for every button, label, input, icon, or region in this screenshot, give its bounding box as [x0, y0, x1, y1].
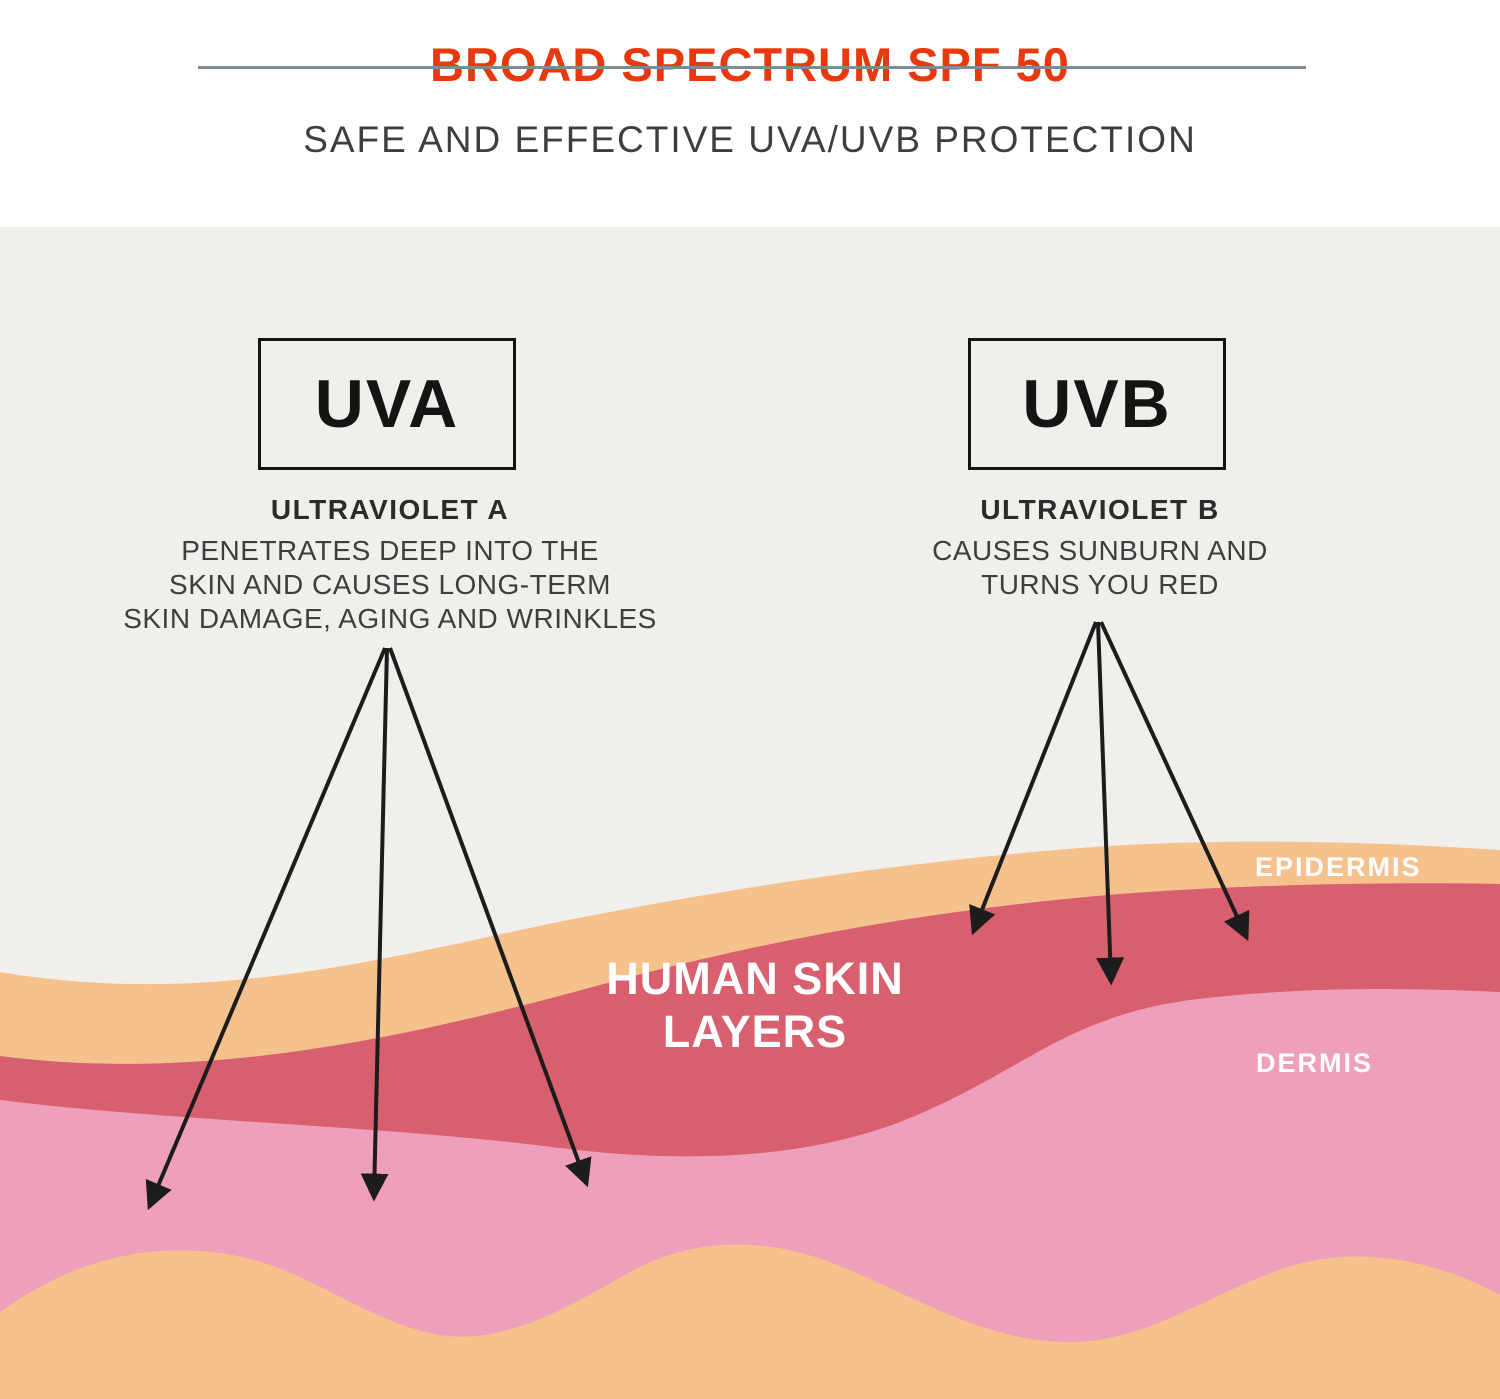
- human-skin-layers-label-line1: HUMAN SKIN: [606, 953, 904, 1004]
- uva-box-label: UVA: [314, 366, 460, 442]
- uvb-ray-arrow-right: [1099, 621, 1250, 942]
- page-title: BROAD SPECTRUM SPF 50: [430, 38, 1070, 92]
- uva-description-line: PENETRATES DEEP INTO THE: [181, 535, 599, 566]
- epidermis-label: EPIDERMIS: [1255, 852, 1422, 882]
- uva-heading: ULTRAVIOLET A: [270, 494, 510, 525]
- uvb-description: ULTRAVIOLET B CAUSES SUNBURN AND TURNS Y…: [830, 494, 1370, 602]
- uva-description-line: SKIN DAMAGE, AGING AND WRINKLES: [123, 603, 657, 634]
- uva-ray-arrow-middle: [360, 647, 389, 1202]
- uvb-box-label: UVB: [1022, 366, 1172, 442]
- uvb-ray-arrow-left: [969, 621, 1098, 936]
- page-subtitle: SAFE AND EFFECTIVE UVA/UVB PROTECTION: [303, 118, 1197, 160]
- bottom-tan-layer-shape: [0, 1244, 1500, 1399]
- human-skin-layers-label: HUMAN SKIN LAYERS: [555, 952, 955, 1058]
- uvb-box: UVB: [968, 338, 1226, 470]
- uva-ray-arrow-right: [388, 647, 592, 1188]
- uva-box: UVA: [258, 338, 516, 470]
- uva-ray-arrow-left: [145, 647, 387, 1211]
- dermis-layer-shape: [0, 989, 1500, 1399]
- dermis-label: DERMIS: [1256, 1048, 1374, 1078]
- header-divider: [198, 66, 1306, 69]
- uvb-description-line: CAUSES SUNBURN AND: [932, 535, 1268, 566]
- uvb-heading: ULTRAVIOLET B: [980, 494, 1220, 525]
- uvb-ray-arrow-middle: [1096, 621, 1125, 986]
- human-skin-layers-label-line2: LAYERS: [662, 1006, 848, 1057]
- uvb-description-line: TURNS YOU RED: [981, 569, 1219, 600]
- uva-description-line: SKIN AND CAUSES LONG-TERM: [169, 569, 611, 600]
- uva-description: ULTRAVIOLET A PENETRATES DEEP INTO THE S…: [40, 494, 740, 636]
